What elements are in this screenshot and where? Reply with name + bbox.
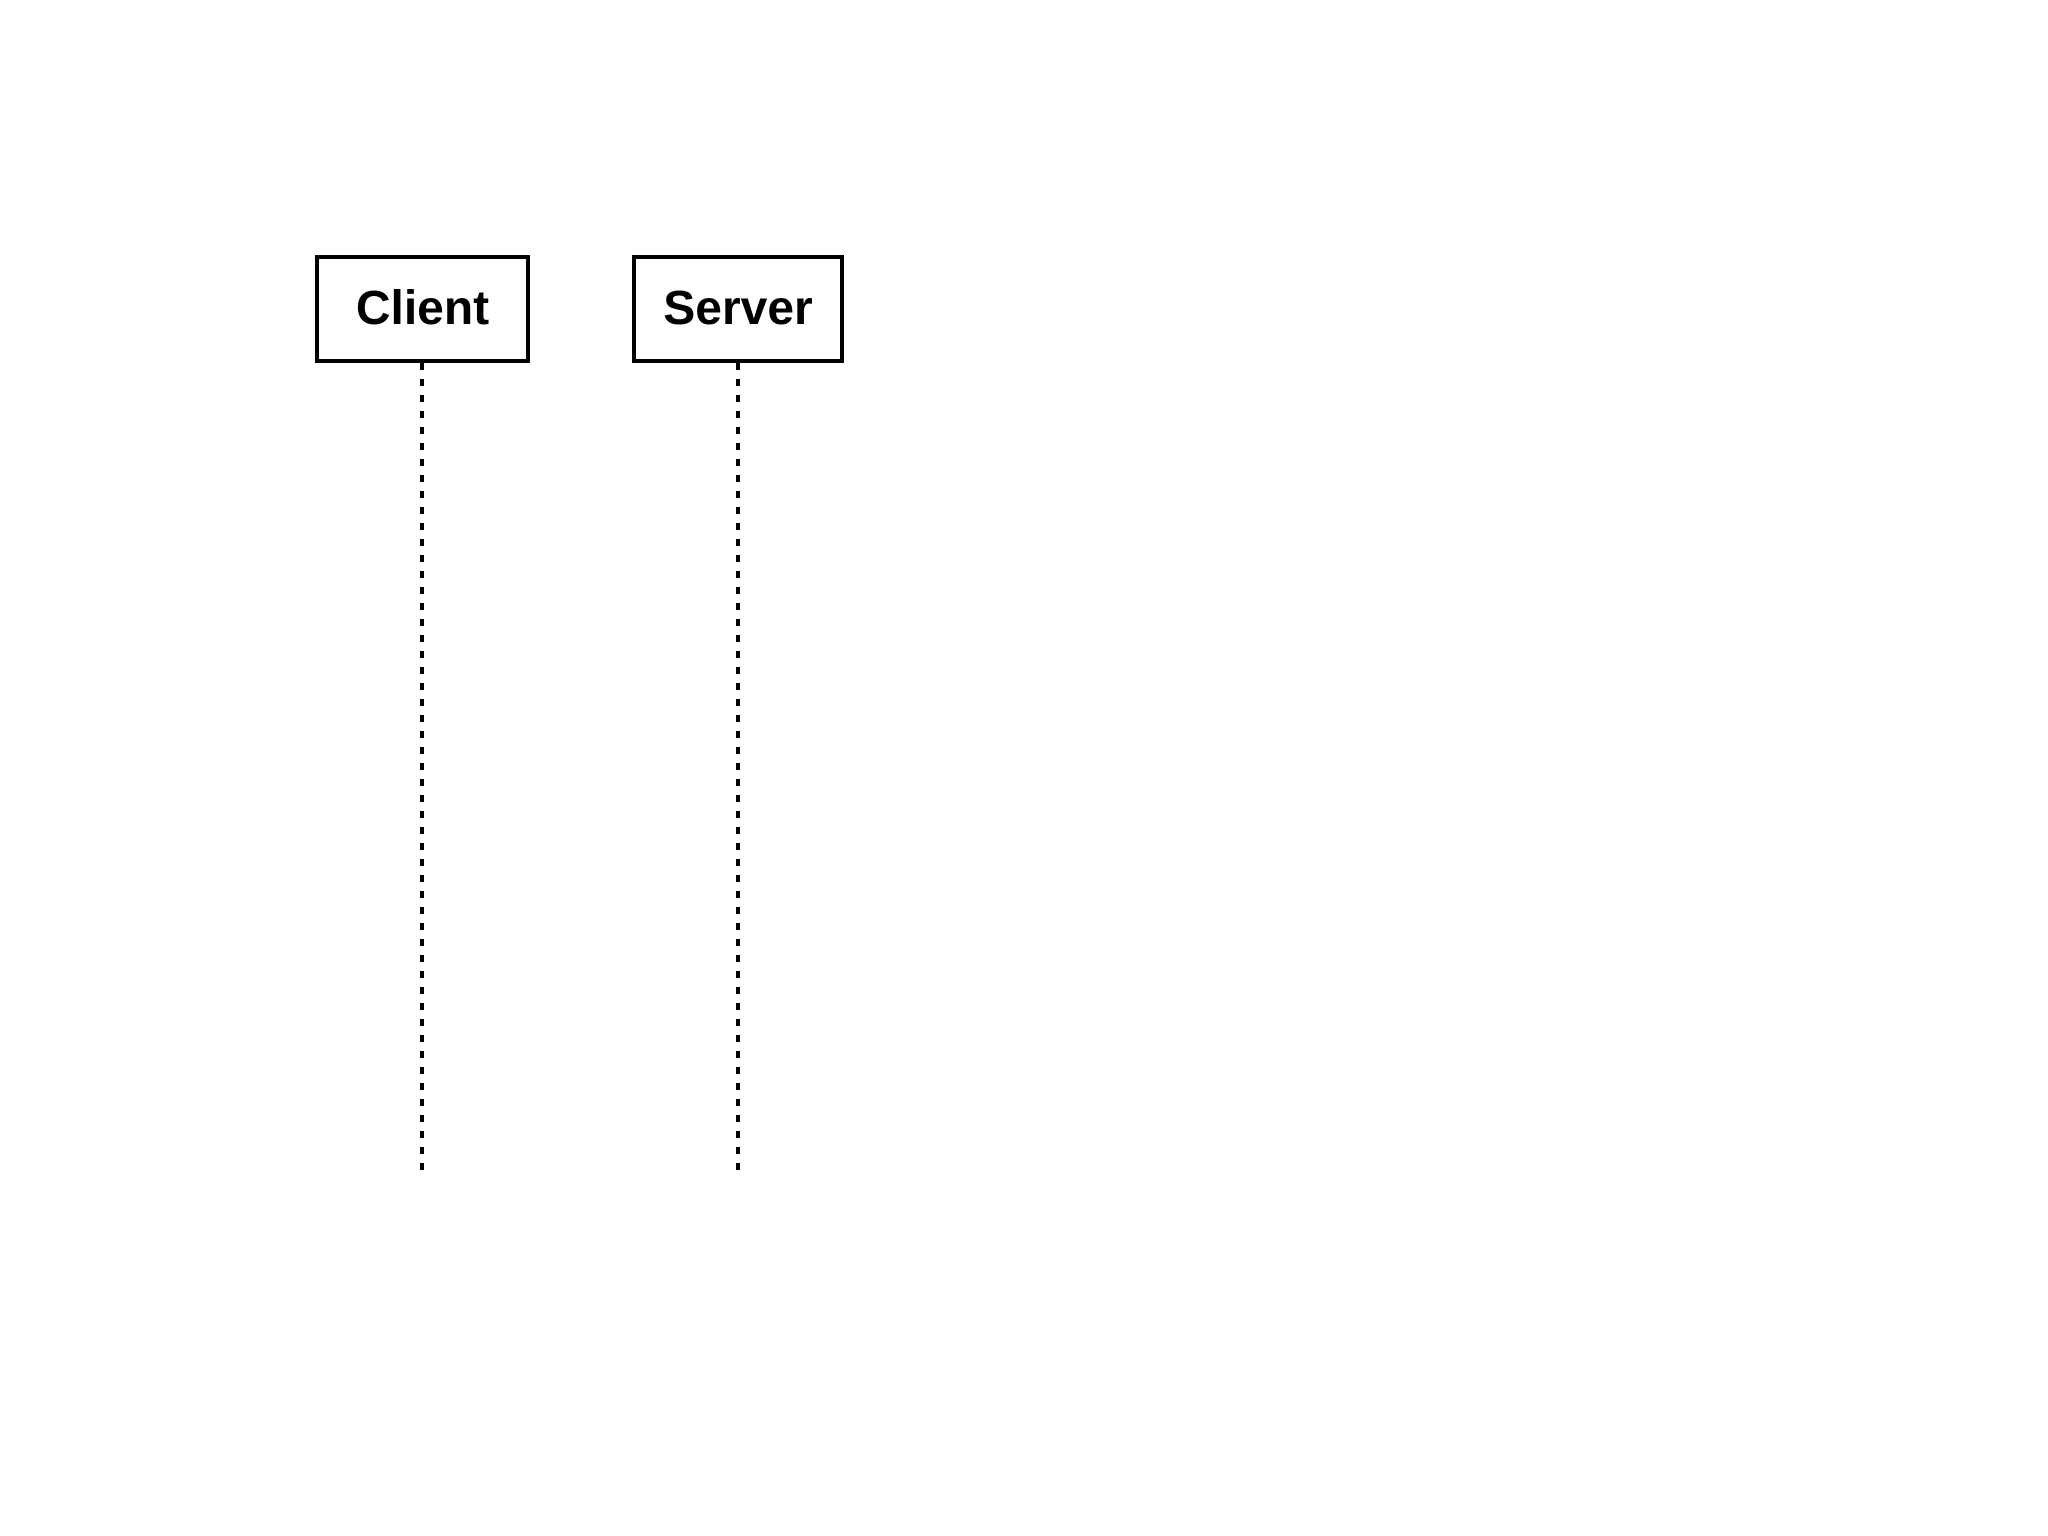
- actor-label-client: Client: [355, 282, 490, 335]
- actor-label-server: Server: [663, 282, 813, 335]
- server-lifeline: [736, 363, 740, 1170]
- actor-box-client: Client: [315, 255, 530, 363]
- actor-box-server: Server: [632, 255, 844, 363]
- client-lifeline: [420, 363, 424, 1170]
